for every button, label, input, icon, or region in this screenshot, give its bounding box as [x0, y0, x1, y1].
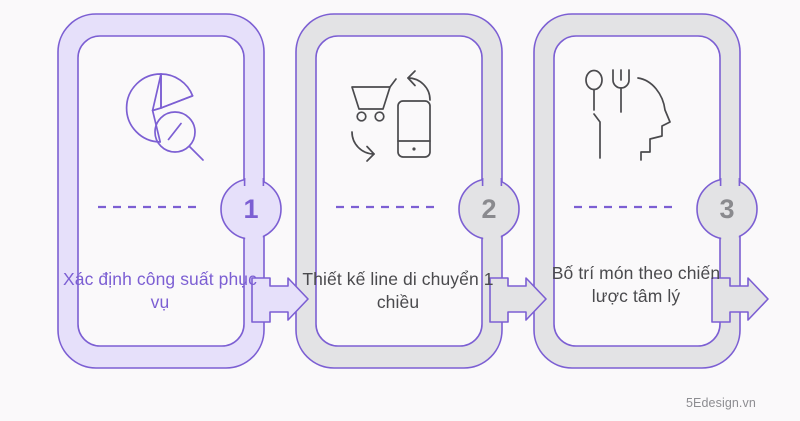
card-3-band-merge-edges: [719, 178, 741, 186]
watermark-label: 5Edesign.vn: [686, 396, 756, 410]
step-badge-3-number: 3: [719, 194, 734, 224]
step-card-2[interactable]: 2: [295, 13, 520, 369]
step-badge-2-number: 2: [481, 194, 496, 224]
card-3-band: [533, 13, 741, 369]
cart-phone-arrows-icon: [351, 70, 431, 162]
step-badge-1-number: 1: [243, 194, 258, 224]
card-2-band-merge-edges: [481, 178, 503, 186]
connector-arrow-3: [711, 277, 769, 323]
card-1-band: [57, 13, 265, 369]
connector-arrow-2: [489, 277, 547, 323]
card-2-band: [295, 13, 503, 369]
step-card-3[interactable]: 3: [533, 13, 758, 369]
step-caption-2: Thiết kế line di chuyển 1 chiều: [302, 269, 494, 313]
card-1-band-merge-edges: [243, 178, 265, 186]
card-1-band-merge: [245, 178, 263, 240]
cutlery-head-profile-icon: [585, 69, 671, 161]
card-2-band-merge: [483, 178, 501, 240]
step-card-1[interactable]: 1: [57, 13, 282, 369]
connector-arrow-1: [251, 277, 309, 323]
card-3-band-merge: [721, 178, 739, 240]
step-caption-1: Xác định công suất phục vụ: [63, 269, 257, 313]
step-caption-3: Bố trí món theo chiến lược tâm lý: [551, 263, 721, 307]
pie-chart-magnifier-icon: [125, 73, 204, 161]
